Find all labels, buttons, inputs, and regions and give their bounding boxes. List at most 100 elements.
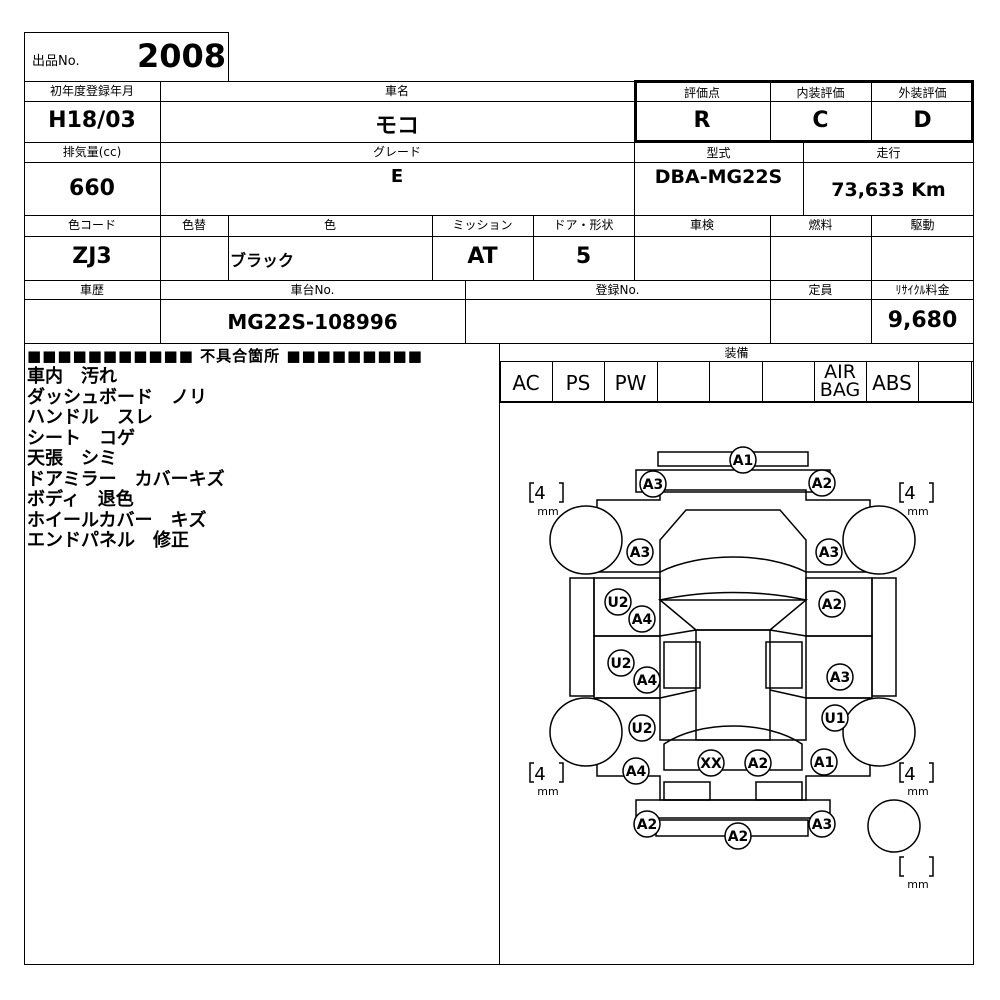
damage-mark: U1 xyxy=(821,704,849,732)
equip-ac: AC xyxy=(512,371,540,395)
damage-mark-label: A3 xyxy=(630,545,651,561)
interior-label: 内装評価 xyxy=(796,86,845,100)
chassis-value: MG22S-108996 xyxy=(227,310,398,334)
color-code-value: ZJ3 xyxy=(72,244,112,269)
damage-mark-label: A3 xyxy=(819,545,840,561)
damage-mark: U2 xyxy=(628,714,656,742)
damage-mark: A3 xyxy=(808,810,836,838)
defects-list: 車内 汚れ ダッシュボード ノリ ハンドル スレ シート コゲ 天張 シミ ドア… xyxy=(27,366,225,552)
equip-cell-divider xyxy=(918,361,919,402)
row-divider xyxy=(24,215,974,216)
reg-date-value: H18/03 xyxy=(48,108,136,133)
defect-item: エンドパネル 修正 xyxy=(27,530,189,551)
chassis-label: 車台No. xyxy=(290,283,335,297)
row-divider xyxy=(24,236,974,237)
defect-item: ハンドル スレ xyxy=(27,407,153,428)
damage-mark: U2 xyxy=(604,588,632,616)
equip-cell-divider xyxy=(866,361,867,402)
row-divider xyxy=(24,280,974,281)
damage-mark-label: A1 xyxy=(814,755,835,771)
defects-title: ■■■■■■■■■■■ 不具合箇所 ■■■■■■■■■ xyxy=(27,347,423,365)
col-divider xyxy=(160,142,161,216)
door-label: ドア・形状 xyxy=(553,218,614,232)
color-change-label: 色替 xyxy=(181,218,206,232)
drive-label: 駆動 xyxy=(910,218,935,232)
equip-cell-divider xyxy=(762,361,763,402)
defect-item: ホイールカバー キズ xyxy=(27,509,207,531)
equip-ps: PS xyxy=(565,371,591,395)
damage-mark: A2 xyxy=(724,822,752,850)
rear-right-wheel xyxy=(842,697,916,767)
color-value: ブラック xyxy=(230,251,295,270)
interior-value: C xyxy=(812,108,829,133)
score-box xyxy=(634,80,974,143)
equip-divider xyxy=(499,361,974,362)
grade-value: E xyxy=(390,166,404,187)
damage-mark: A3 xyxy=(815,538,843,566)
damage-mark-label: U2 xyxy=(607,595,628,611)
section-divider xyxy=(499,343,500,965)
damage-mark-label: U2 xyxy=(610,656,631,672)
damage-mark-label: A2 xyxy=(748,756,769,772)
color-label: 色 xyxy=(323,218,336,232)
col-divider xyxy=(634,215,635,281)
equipment-box xyxy=(500,361,972,402)
lot-label: 出品No. xyxy=(32,54,80,69)
tire-depth-fr: 4 xyxy=(904,483,915,504)
tire-depth-rr: 4 xyxy=(904,764,915,785)
inspection-label: 車検 xyxy=(689,218,714,232)
equip-cell-divider xyxy=(709,361,710,402)
mileage-value: 73,633 Km xyxy=(831,179,946,201)
damage-mark-label: U1 xyxy=(824,711,845,727)
tire-unit-spare: mm xyxy=(907,878,928,891)
damage-mark-label: A4 xyxy=(626,764,647,780)
col-divider xyxy=(871,215,872,281)
damage-mark-label: A4 xyxy=(632,612,653,628)
equip-cell-divider xyxy=(552,361,553,402)
damage-mark: A3 xyxy=(826,663,854,691)
equip-cell-divider xyxy=(657,361,658,402)
grade-label: グレード xyxy=(372,145,421,159)
tire-depths: 4 4 4 4 xyxy=(534,483,915,785)
damage-mark-label: A3 xyxy=(830,670,851,686)
model-value: DBA-MG22S xyxy=(654,166,783,188)
history-label: 車歴 xyxy=(79,283,104,297)
row-divider xyxy=(24,142,974,143)
reg-date-label: 初年度登録年月 xyxy=(49,84,134,98)
tire-depth-rl: 4 xyxy=(534,764,545,785)
spare-wheel xyxy=(867,799,921,853)
defect-item: ボディ 退色 xyxy=(27,489,134,510)
col-divider xyxy=(803,142,804,216)
tire-unit-rl: mm xyxy=(537,785,558,798)
exterior-label: 外装評価 xyxy=(898,86,947,100)
row-divider xyxy=(24,162,974,163)
capacity-label: 定員 xyxy=(808,283,833,297)
displacement-label: 排気量(cc) xyxy=(62,145,122,159)
front-right-wheel xyxy=(842,505,916,575)
exterior-value: D xyxy=(913,108,932,133)
lot-number: 2008 xyxy=(136,37,226,75)
tire-unit-rr: mm xyxy=(907,785,928,798)
damage-mark: A4 xyxy=(622,757,650,785)
damage-mark-label: A2 xyxy=(728,829,749,845)
mission-label: ミッション xyxy=(452,218,513,232)
damage-mark: A4 xyxy=(628,605,656,633)
damage-mark-label: A3 xyxy=(643,477,664,493)
damage-mark: U2 xyxy=(607,649,635,677)
equipment-label: 装備 xyxy=(724,346,749,360)
damage-mark: A2 xyxy=(633,810,661,838)
mileage-label: 走行 xyxy=(876,146,901,160)
col-divider xyxy=(634,142,635,216)
row-divider xyxy=(24,299,974,300)
damage-mark: A1 xyxy=(729,446,757,474)
recycle-value: 9,680 xyxy=(887,308,958,333)
color-code-label: 色コード xyxy=(67,218,116,232)
defect-item: 車内 汚れ xyxy=(27,366,117,387)
damage-mark: A3 xyxy=(626,538,654,566)
row-divider xyxy=(24,101,974,102)
tire-depth-fl: 4 xyxy=(534,483,545,504)
damage-mark: XX xyxy=(697,749,725,777)
equip-pw: PW xyxy=(614,371,647,395)
col-divider xyxy=(770,81,771,143)
damage-mark-label: A3 xyxy=(812,817,833,833)
